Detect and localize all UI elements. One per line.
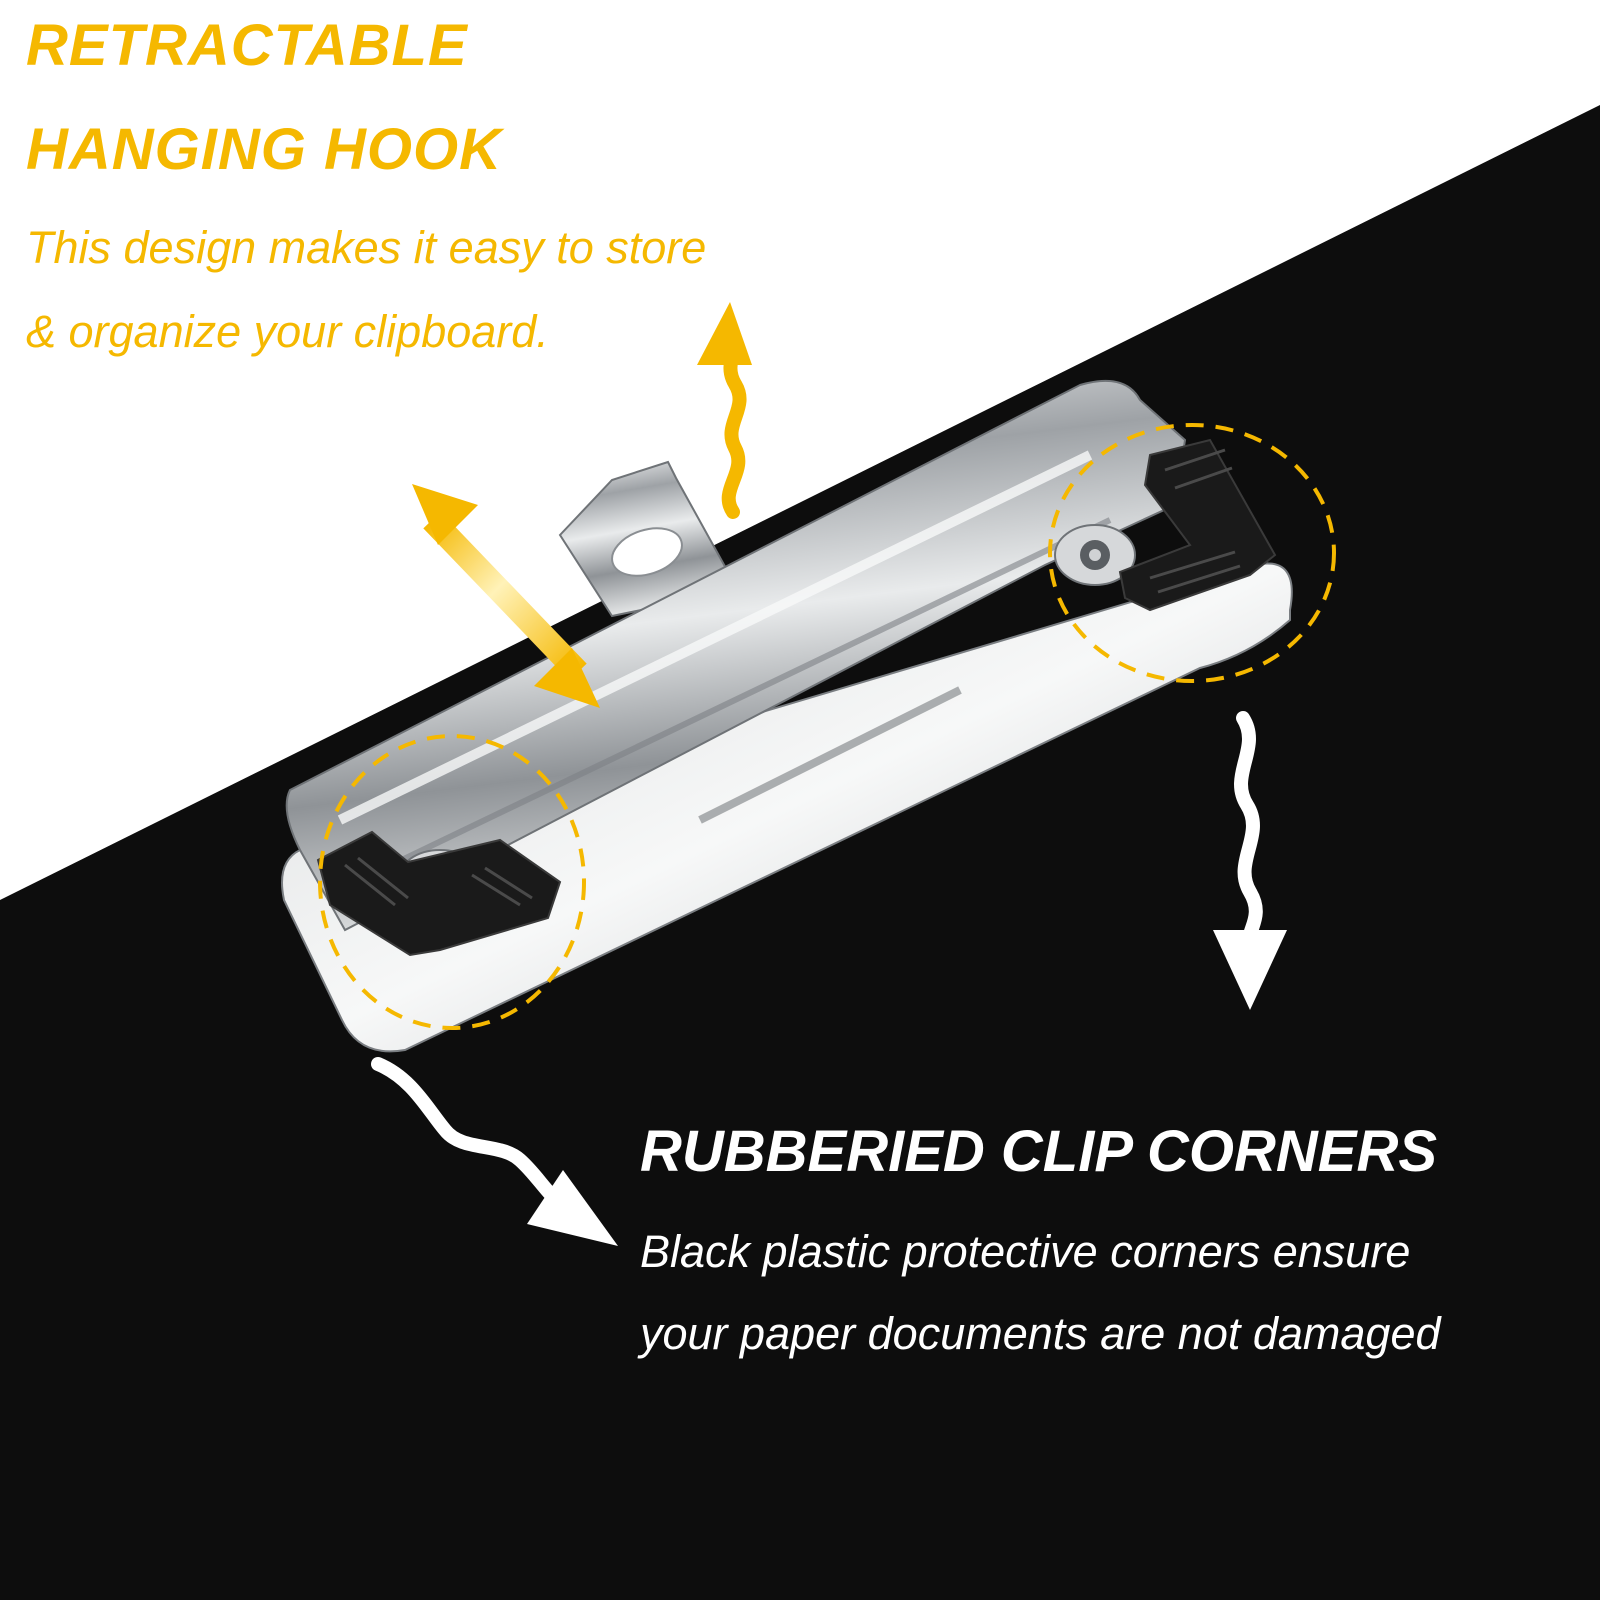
dashed-circle-highlight-left <box>318 734 586 1030</box>
hook-description-line2: & organize your clipboard. <box>26 306 549 357</box>
corners-description-line2: your paper documents are not damaged <box>640 1308 1441 1359</box>
corners-description-line1: Black plastic protective corners ensure <box>640 1226 1411 1277</box>
hook-description-line1: This design makes it easy to store <box>26 222 707 273</box>
rivet-right <box>1054 524 1136 586</box>
wavy-arrow-down-icon <box>1213 711 1287 1010</box>
corners-title: RUBBERIED CLIP CORNERS <box>640 1119 1438 1184</box>
dashed-circle-highlight-right <box>1048 423 1336 683</box>
hook-title-line1: RETRACTABLE <box>26 13 468 78</box>
wavy-arrow-up-icon <box>697 302 752 519</box>
rubber-corner-right <box>1118 438 1277 612</box>
double-arrow-icon <box>412 484 600 708</box>
rubber-corner-left <box>316 830 562 957</box>
hanging-hook <box>558 460 740 618</box>
clip-base-plate <box>281 562 1293 1053</box>
wavy-arrow-right-icon <box>371 1057 618 1246</box>
hook-title-line2: HANGING HOOK <box>26 117 502 182</box>
